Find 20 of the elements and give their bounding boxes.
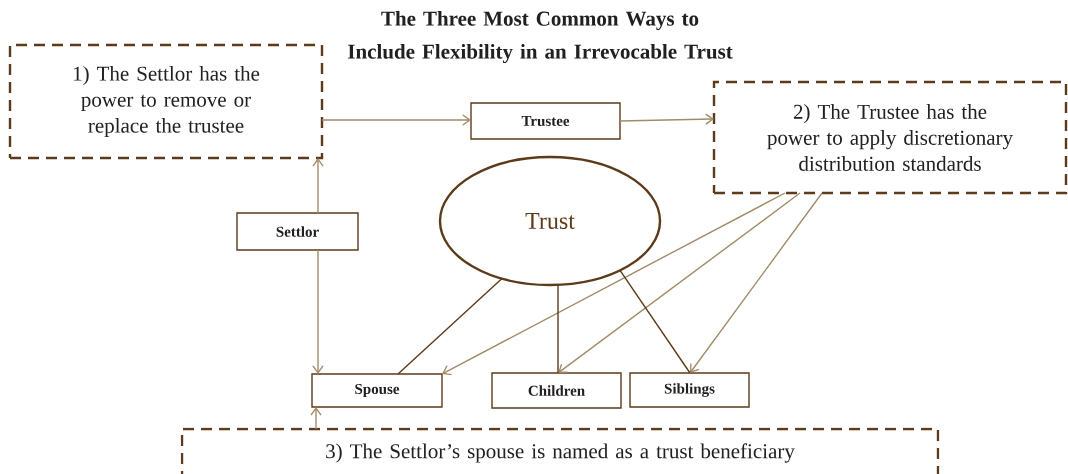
connector-line: [397, 277, 503, 375]
arrow: [690, 192, 823, 373]
label-box: Children: [491, 372, 622, 409]
arrow: [619, 113, 714, 125]
arrow: [310, 407, 322, 430]
label-box: Settlor: [236, 212, 359, 251]
arrow: [442, 192, 786, 376]
title: The Three Most Common Ways to Include Flexibility in an Irrevocable Trust: [348, 10, 733, 64]
note-box: 3) The Settlor’s spouse is named as a trust beneficiary: [180, 427, 940, 474]
label-box: Siblings: [629, 372, 750, 408]
note-box: 1) The Settlor has the power to remove or replace the trustee: [8, 43, 324, 160]
arrow: [312, 158, 324, 214]
label-box: Spouse: [311, 373, 443, 408]
label-box: Trustee: [470, 102, 621, 140]
arrow: [558, 192, 801, 373]
arrow: [321, 114, 471, 126]
connector-line: [619, 269, 691, 374]
note-box: 2) The Trustee has the power to apply discretionary distribution standards: [712, 80, 1068, 195]
connector-line: [557, 284, 559, 374]
arrow: [312, 249, 324, 374]
